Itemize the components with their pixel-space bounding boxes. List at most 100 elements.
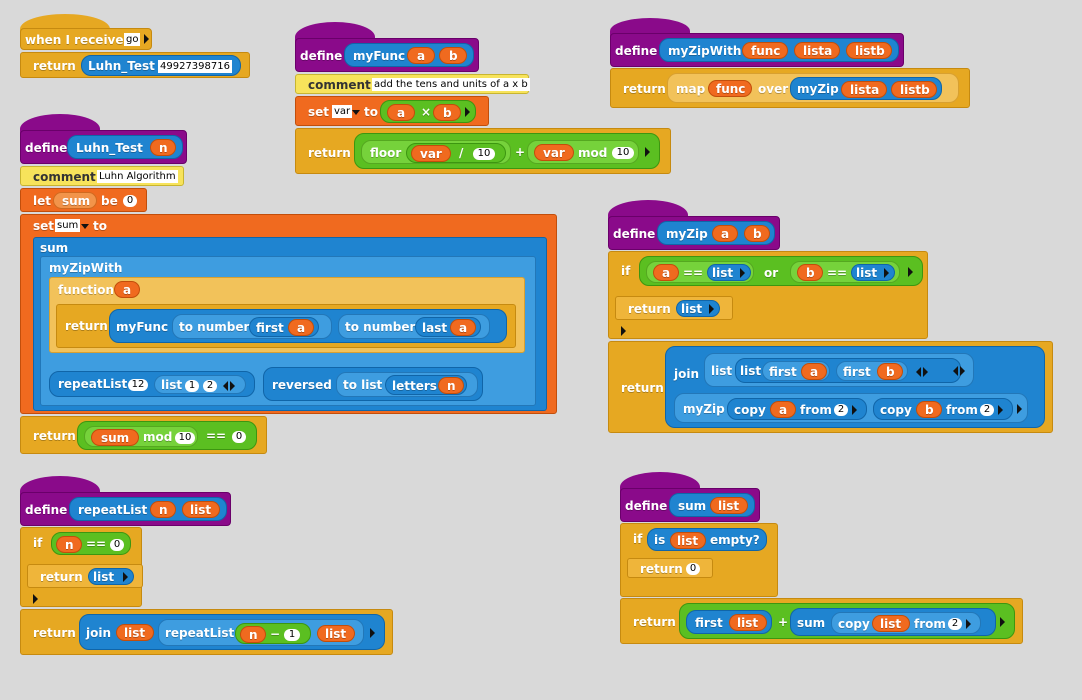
var-listb[interactable]: listb [891, 81, 937, 98]
var-list[interactable]: list [670, 532, 706, 549]
var-b[interactable]: b [797, 264, 823, 281]
function-ring[interactable]: function a return myFunc to number first… [49, 277, 525, 353]
return-block[interactable]: return myFunc to number first a [56, 304, 516, 348]
return-block[interactable]: return 0 [627, 558, 713, 578]
ten-input[interactable]: 10 [612, 147, 634, 159]
or-operator[interactable]: a == list or b == list [639, 256, 923, 286]
var-b[interactable]: b [433, 104, 461, 121]
var-a[interactable]: a [387, 104, 415, 121]
equals-operator[interactable]: a == list [646, 261, 754, 283]
param-list[interactable]: list [182, 501, 220, 518]
var-a[interactable]: a [770, 401, 796, 418]
var-n[interactable]: n [56, 536, 82, 553]
dropdown-arrow-icon[interactable] [352, 110, 360, 115]
param-b[interactable]: b [439, 47, 467, 64]
myzip-call[interactable]: myZip lista listb [790, 77, 942, 100]
inner-list-block[interactable]: list first a first b [735, 358, 961, 383]
copy-from-block[interactable]: copy list from 2 [831, 612, 981, 634]
return-block[interactable]: return list [27, 564, 143, 588]
var-func[interactable]: func [708, 80, 752, 97]
one-input[interactable]: 1 [185, 380, 199, 392]
if-block[interactable]: if a == list or b == list return list [608, 251, 928, 339]
var-dropdown[interactable]: sum [55, 219, 81, 232]
list-block[interactable]: list 1 2 [154, 375, 246, 394]
var-list[interactable]: list [116, 624, 154, 641]
block-prototype[interactable]: myFunc a b [344, 43, 474, 67]
mod-operator[interactable]: var mod 10 [527, 140, 639, 164]
return-block[interactable]: return join list repeatList n − 1 list [20, 609, 393, 655]
expand-arrow-icon[interactable] [621, 326, 626, 336]
to-list-block[interactable]: to list letters n [336, 372, 478, 397]
expand-arrow-icon[interactable] [645, 147, 650, 157]
expand-arrow-icon[interactable] [123, 572, 128, 582]
map-block[interactable]: map func over myZip lista listb [667, 73, 959, 103]
var-dropdown[interactable]: var [332, 105, 353, 118]
expand-arrow-icon[interactable] [1017, 404, 1022, 414]
var-a[interactable]: a [450, 319, 476, 336]
equals-operator[interactable]: n == 0 [51, 532, 131, 555]
var-list[interactable]: list [317, 625, 355, 642]
if-block[interactable]: if is list empty? return 0 [620, 523, 778, 597]
param-n[interactable]: n [150, 501, 176, 518]
param-listb[interactable]: listb [846, 42, 892, 59]
expand-arrow-icon[interactable] [709, 304, 714, 314]
var-ref[interactable]: var [534, 144, 574, 161]
to-number-first[interactable]: to number first a [172, 314, 332, 339]
expand-arrow-icon[interactable] [370, 628, 375, 638]
first-item[interactable]: first b [836, 361, 908, 381]
define-hat[interactable]: define myZipWith func lista listb [610, 33, 904, 67]
first-item[interactable]: first a [249, 317, 319, 337]
comment-text[interactable]: Luhn Algorithm [97, 170, 178, 183]
comment-block[interactable]: comment Luhn Algorithm [20, 166, 184, 186]
dropdown-arrow-icon[interactable] [81, 224, 89, 229]
set-block[interactable]: set sum to sum myZipWith function a retu… [20, 214, 557, 414]
comment-text[interactable]: add the tens and units of a x b [372, 78, 530, 91]
expand-arrow-icon[interactable] [998, 405, 1003, 415]
expand-arrow-icon[interactable] [740, 268, 745, 278]
first-item[interactable]: first list [686, 610, 772, 634]
param-a[interactable]: a [114, 281, 140, 298]
return-block[interactable]: return first list + sum copy list from 2 [620, 598, 1023, 644]
to-number-last[interactable]: to number last a [338, 314, 490, 339]
myfunc-call[interactable]: myFunc to number first a to number [109, 309, 507, 343]
var-a[interactable]: a [801, 363, 827, 380]
block-prototype[interactable]: myZip a b [657, 221, 775, 245]
luhn-test-call[interactable]: Luhn_Test 49927398716 [81, 55, 241, 76]
zero-input[interactable]: 0 [686, 563, 700, 575]
repeatlist-call[interactable]: repeatList 12 list 1 2 [49, 371, 255, 397]
param-n[interactable]: n [150, 139, 176, 156]
var-list[interactable]: list [729, 614, 767, 631]
divide-operator[interactable]: var / 10 [406, 143, 506, 163]
empty-list[interactable]: list [676, 300, 720, 317]
var-n[interactable]: n [438, 377, 464, 394]
var-sum[interactable]: sum [91, 429, 139, 446]
define-hat[interactable]: define sum list [620, 488, 760, 522]
block-prototype[interactable]: sum list [669, 493, 755, 517]
block-prototype[interactable]: Luhn_Test n [67, 135, 183, 159]
join-call[interactable]: join list repeatList n − 1 list [79, 614, 385, 650]
reversed-call[interactable]: reversed to list letters n [263, 367, 483, 401]
is-empty-block[interactable]: is list empty? [647, 528, 767, 551]
set-block[interactable]: set var to a × b [295, 96, 489, 126]
copy-from-block[interactable]: copy a from 2 [727, 398, 867, 420]
two-input[interactable]: 2 [834, 404, 848, 416]
join-call[interactable]: join list list first a first b [665, 346, 1045, 428]
plus-operator[interactable]: floor var / 10 + var mod 10 [354, 133, 660, 169]
define-hat[interactable]: define Luhn_Test n [20, 130, 187, 164]
define-hat[interactable]: define repeatList n list [20, 492, 231, 526]
param-lista[interactable]: lista [794, 42, 840, 59]
two-input[interactable]: 2 [980, 404, 994, 416]
floor-block[interactable]: floor var / 10 [361, 140, 511, 164]
let-block[interactable]: let sum be 0 [20, 188, 147, 212]
expand-arrow-icon[interactable] [923, 367, 928, 377]
expand-arrow-icon[interactable] [33, 594, 38, 604]
param-b[interactable]: b [744, 225, 770, 242]
var-b[interactable]: b [916, 401, 942, 418]
expand-arrow-icon[interactable] [966, 619, 971, 629]
var-sum[interactable]: sum [53, 192, 97, 209]
return-block[interactable]: return Luhn_Test 49927398716 [20, 52, 250, 78]
return-block[interactable]: return floor var / 10 + var mod 10 [295, 128, 671, 174]
empty-list[interactable]: list [851, 264, 895, 281]
expand-arrow-icon[interactable] [908, 267, 913, 277]
